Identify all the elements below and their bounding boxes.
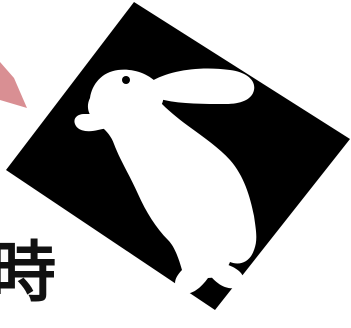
caption-text: 時 bbox=[0, 234, 56, 311]
rabbit-eye bbox=[122, 76, 130, 84]
pink-accent-shape bbox=[0, 62, 27, 108]
rabbit-icon bbox=[74, 68, 257, 294]
